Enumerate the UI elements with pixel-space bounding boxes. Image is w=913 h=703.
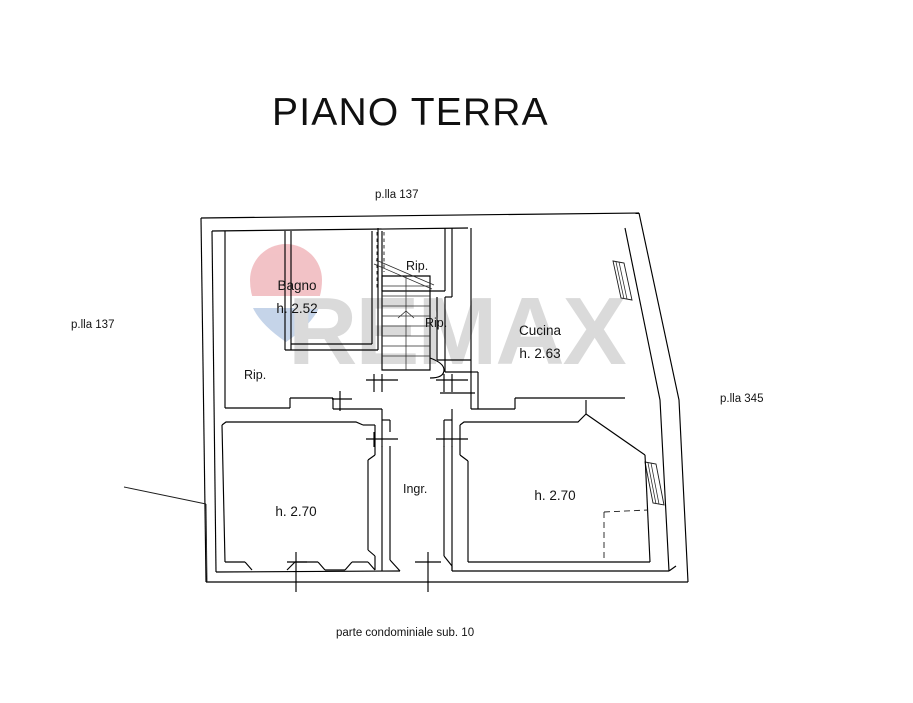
room-label-bagno: Bagno xyxy=(277,278,316,293)
room-label-rip-upper: Rip. xyxy=(406,259,428,273)
stair-up-arrow-icon xyxy=(397,310,415,319)
parcel-label-left: p.lla 137 xyxy=(71,319,114,331)
remax-watermark: REMAX xyxy=(250,244,629,385)
boundary-labels: p.lla 137 p.lla 137 p.lla 345 parte cond… xyxy=(71,189,763,639)
ingresso-walls xyxy=(381,409,453,572)
remax-balloon-icon xyxy=(250,244,322,342)
room-label-cucina: Cucina xyxy=(519,323,562,338)
window-lower-right xyxy=(644,461,665,506)
cucina-walls xyxy=(470,228,625,410)
stair-core-walls xyxy=(373,228,471,379)
room-label-ingresso: Ingr. xyxy=(403,482,427,496)
room-height-cucina: h. 2.63 xyxy=(519,346,560,361)
outer-walls xyxy=(200,212,689,583)
parcel-label-top: p.lla 137 xyxy=(375,189,418,201)
remax-wordmark: REMAX xyxy=(288,278,627,385)
room-height-bagno: h. 2.52 xyxy=(276,301,317,316)
stair-jamb-hatching xyxy=(376,232,385,290)
room-label-rip-left: Rip. xyxy=(244,368,266,382)
page-title: PIANO TERRA xyxy=(272,91,549,134)
door-opening-markers xyxy=(287,374,475,592)
exterior-boundary-line xyxy=(123,486,208,583)
room-labels: Bagno h. 2.52 Rip. Rip. Rip. Cucina h. 2… xyxy=(244,259,576,519)
room-height-lower-right: h. 2.70 xyxy=(534,488,575,503)
parcel-label-right: p.lla 345 xyxy=(720,393,763,405)
upper-left-partition-walls xyxy=(224,228,382,410)
lower-left-room-walls xyxy=(221,421,376,571)
window-upper-right xyxy=(612,260,633,301)
parcel-label-bottom: parte condominiale sub. 10 xyxy=(336,627,474,639)
room-height-lower-left: h. 2.70 xyxy=(275,504,316,519)
room-label-rip-stair: Rip. xyxy=(425,316,447,330)
lower-right-room-walls xyxy=(459,400,651,563)
